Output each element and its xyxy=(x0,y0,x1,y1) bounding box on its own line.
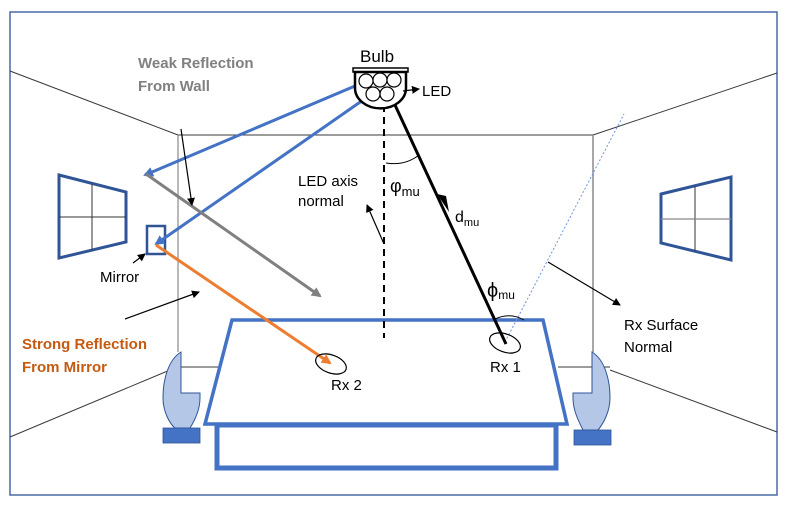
varphi-angle-arc xyxy=(385,154,420,165)
right-window xyxy=(659,175,733,262)
phi-subscript: mu xyxy=(498,288,515,302)
led-array xyxy=(358,72,402,102)
table-base xyxy=(214,422,559,471)
ceiling-edge-left xyxy=(9,70,179,136)
dmu-label: dmu xyxy=(455,209,479,229)
strong-reflection-ray xyxy=(155,243,332,365)
mirror-label: Mirror xyxy=(100,269,139,286)
led-label: LED xyxy=(422,83,451,100)
rx1-receiver xyxy=(489,332,521,354)
phi-symbol: ϕ xyxy=(487,280,498,302)
rx2-label: Rx 2 xyxy=(331,377,362,394)
strong-reflection-pointer xyxy=(124,290,200,320)
led-axis-label-line1: LED axis xyxy=(298,173,358,190)
bulb-label: Bulb xyxy=(360,47,394,66)
weak-reflection-pointer xyxy=(180,128,195,206)
varphi-symbol: φ xyxy=(390,176,402,196)
phi-mu-label: ϕmu xyxy=(487,280,515,302)
rx-surface-pointer xyxy=(547,261,621,306)
d-symbol: d xyxy=(455,209,464,226)
led-axis-label-line2: normal xyxy=(298,193,344,210)
los-path-dmu xyxy=(393,104,508,345)
floor-edge-left xyxy=(9,369,171,438)
left-chair xyxy=(162,351,201,444)
rx-surface-label-line1: Rx Surface xyxy=(624,317,698,334)
bulb xyxy=(352,67,409,110)
table xyxy=(202,318,570,471)
strong-reflection-label-line1: Strong Reflection xyxy=(22,336,147,353)
weak-reflection-label-line2: From Wall xyxy=(138,78,210,95)
varphi-mu-label: φmu xyxy=(390,176,420,199)
right-chair xyxy=(572,351,612,446)
led-pointer-arrow xyxy=(402,85,420,94)
rx-surface-label-line2: Normal xyxy=(624,339,672,356)
varphi-subscript: mu xyxy=(402,184,420,199)
rx1-label: Rx 1 xyxy=(490,359,521,376)
led-axis-pointer xyxy=(366,204,385,245)
ray-to-wall xyxy=(143,84,356,177)
table-top xyxy=(202,318,570,426)
rx2-receiver xyxy=(315,353,347,375)
rx-surface-normal-line xyxy=(504,113,625,343)
ceiling-edge-right xyxy=(592,72,778,136)
dmu-arrowhead xyxy=(437,194,449,212)
weak-reflection-label-line1: Weak Reflection xyxy=(138,55,254,72)
floor-edge-right xyxy=(609,369,778,433)
weak-reflection-ray xyxy=(145,172,322,298)
d-subscript: mu xyxy=(464,217,479,229)
strong-reflection-label-line2: From Mirror xyxy=(22,359,107,376)
phi-angle-arc xyxy=(494,315,525,321)
left-window xyxy=(57,173,128,260)
mirror-pointer xyxy=(132,253,146,264)
ray-to-mirror xyxy=(154,96,367,246)
